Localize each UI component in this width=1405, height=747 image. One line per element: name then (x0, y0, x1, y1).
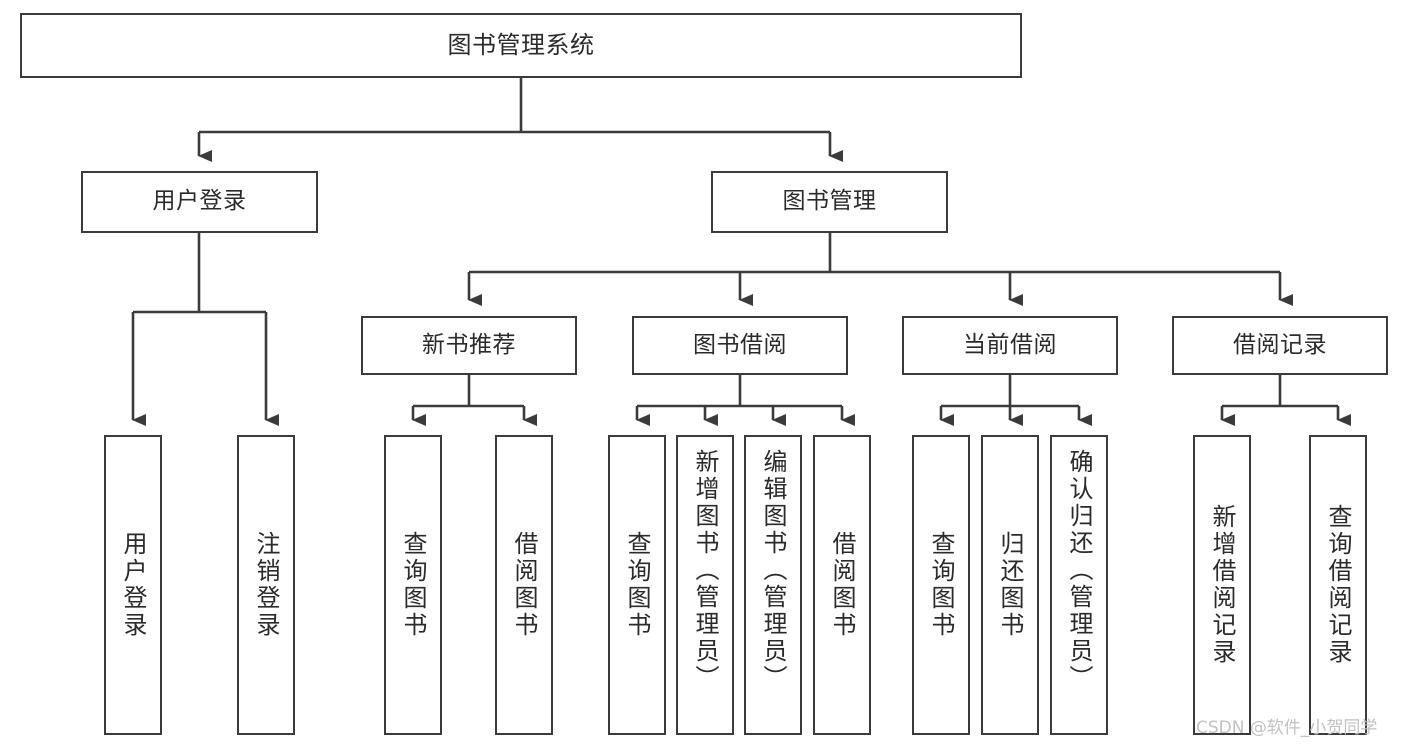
node-book-borrow[interactable]: 图书借阅 (632, 316, 848, 375)
node-leaf-user-login[interactable]: 用户登录 (104, 435, 162, 735)
node-leaf-borrow-book-2-label: 借阅图书 (828, 531, 856, 639)
node-user-login[interactable]: 用户登录 (81, 171, 318, 233)
node-leaf-logout-label: 注销登录 (252, 531, 280, 639)
node-leaf-borrow-book-1-label: 借阅图书 (510, 531, 538, 639)
node-book-borrow-label: 图书借阅 (693, 331, 787, 358)
node-current-borrow[interactable]: 当前借阅 (902, 316, 1118, 375)
node-root-label: 图书管理系统 (447, 31, 595, 60)
node-borrow-record[interactable]: 借阅记录 (1172, 316, 1388, 375)
node-leaf-add-book[interactable]: 新增图书（管理员） (676, 435, 734, 735)
csdn-watermark: CSDN @软件_小贺同学 (1196, 718, 1378, 738)
node-leaf-edit-book-label: 编辑图书（管理员） (759, 449, 787, 692)
node-leaf-query-book-1-label: 查询图书 (399, 531, 427, 639)
node-leaf-add-record-label: 新增借阅记录 (1208, 504, 1236, 666)
node-leaf-query-book-3-label: 查询图书 (927, 531, 955, 639)
node-leaf-user-login-label: 用户登录 (119, 531, 147, 639)
node-leaf-confirm-return[interactable]: 确认归还（管理员） (1050, 435, 1108, 735)
node-leaf-confirm-return-label: 确认归还（管理员） (1065, 449, 1093, 692)
node-leaf-return-book-label: 归还图书 (996, 531, 1024, 639)
node-user-login-label: 用户登录 (152, 188, 247, 215)
node-current-borrow-label: 当前借阅 (963, 331, 1057, 358)
node-leaf-return-book[interactable]: 归还图书 (981, 435, 1039, 735)
node-leaf-add-book-label: 新增图书（管理员） (691, 449, 719, 692)
node-leaf-borrow-book-2[interactable]: 借阅图书 (813, 435, 871, 735)
node-leaf-query-book-2[interactable]: 查询图书 (608, 435, 666, 735)
node-leaf-query-book-3[interactable]: 查询图书 (912, 435, 970, 735)
node-leaf-query-book-2-label: 查询图书 (623, 531, 651, 639)
node-book-manage-label: 图书管理 (782, 188, 877, 215)
node-book-manage[interactable]: 图书管理 (711, 171, 948, 233)
node-leaf-query-book-1[interactable]: 查询图书 (384, 435, 442, 735)
node-leaf-query-record-label: 查询借阅记录 (1324, 504, 1352, 666)
node-root[interactable]: 图书管理系统 (20, 13, 1022, 78)
node-leaf-logout[interactable]: 注销登录 (237, 435, 295, 735)
node-borrow-record-label: 借阅记录 (1233, 331, 1327, 358)
node-leaf-add-record[interactable]: 新增借阅记录 (1193, 435, 1251, 735)
node-leaf-edit-book[interactable]: 编辑图书（管理员） (744, 435, 802, 735)
node-new-book-rec[interactable]: 新书推荐 (361, 316, 577, 375)
node-leaf-query-record[interactable]: 查询借阅记录 (1309, 435, 1367, 735)
node-new-book-rec-label: 新书推荐 (422, 331, 516, 358)
node-leaf-borrow-book-1[interactable]: 借阅图书 (495, 435, 553, 735)
